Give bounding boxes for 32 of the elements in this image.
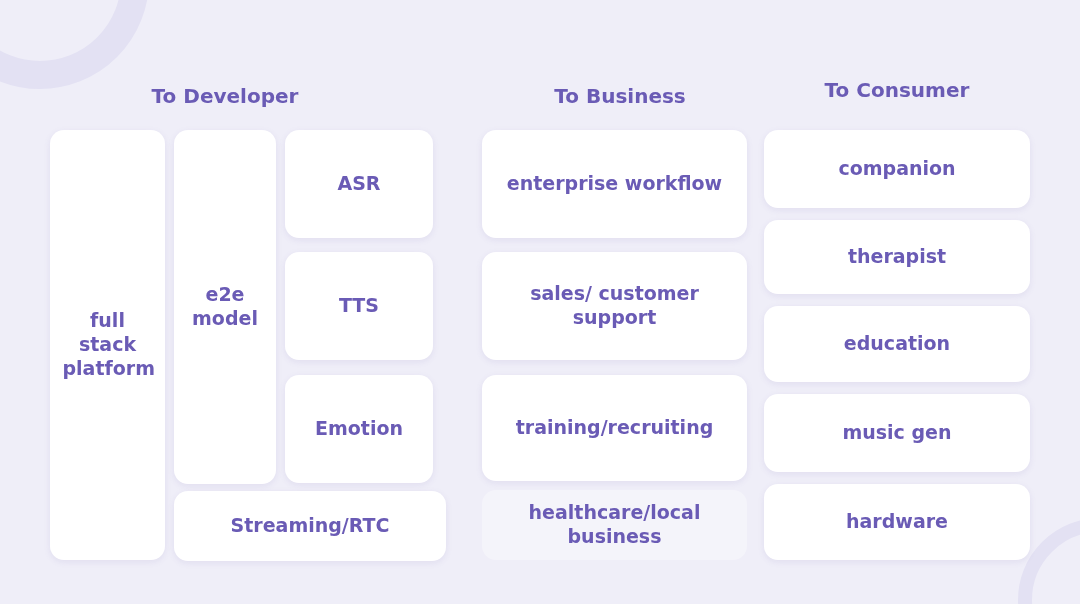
category-box: [285, 252, 433, 360]
box-label: music gen: [842, 421, 952, 445]
box-label: education: [843, 332, 951, 356]
box-label: training/recruiting: [515, 416, 714, 440]
column-heading: To Consumer: [824, 78, 970, 102]
column-heading: To Business: [554, 84, 686, 108]
box-label: enterprise workflow: [506, 172, 723, 196]
box-label: healthcare/local business: [527, 501, 702, 549]
box-label: full stack platform: [62, 309, 153, 381]
category-box: [50, 130, 165, 560]
category-box: [482, 130, 747, 238]
box-label: companion: [838, 157, 956, 181]
box-label: therapist: [847, 245, 947, 269]
category-box: [764, 130, 1030, 208]
box-label: hardware: [846, 510, 948, 534]
box-label: e2e model: [191, 283, 259, 331]
category-box: [764, 484, 1030, 560]
category-box: [764, 220, 1030, 294]
category-box: [482, 252, 747, 360]
box-label: Streaming/RTC: [230, 514, 390, 538]
box-label: ASR: [337, 172, 381, 196]
category-box: [285, 375, 433, 483]
category-box: [174, 491, 446, 561]
category-box: [285, 130, 433, 238]
category-box: [174, 130, 276, 484]
column-heading: To Developer: [151, 84, 299, 108]
box-label: Emotion: [315, 417, 403, 441]
category-box: [764, 306, 1030, 382]
box-label: sales/ customer support: [529, 282, 700, 330]
category-box: [482, 375, 747, 481]
category-box: [764, 394, 1030, 472]
box-label: TTS: [338, 294, 379, 318]
